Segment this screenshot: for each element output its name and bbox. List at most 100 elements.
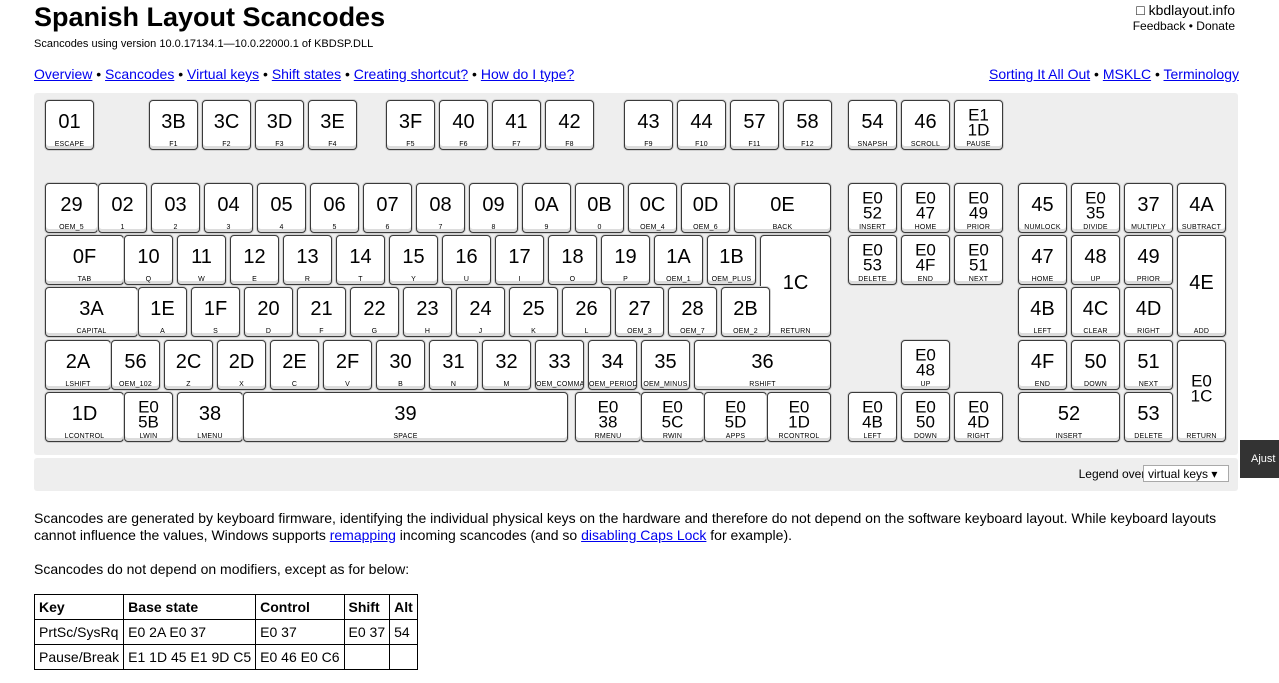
site-name[interactable]: □ kbdlayout.info [1136, 2, 1235, 18]
nav-link-creating-shortcut[interactable]: Creating shortcut? [353, 66, 469, 82]
nav-link-shift-states[interactable]: Shift states [271, 66, 342, 82]
nav-link-terminology[interactable]: Terminology [1163, 66, 1239, 82]
legend-overlay-select[interactable]: virtual keys ▾ [1143, 465, 1229, 482]
nav-link-sorting-it-all-out[interactable]: Sorting It All Out [988, 66, 1091, 82]
nav-link-msklc[interactable]: MSKLC [1102, 66, 1152, 82]
nav-link-scancodes[interactable]: Scancodes [105, 66, 175, 82]
nav-link-how-do-i-type[interactable]: How do I type? [480, 66, 575, 82]
disabling-caps-lock-link[interactable]: disabling Caps Lock [581, 527, 707, 543]
remapping-link[interactable]: remapping [329, 527, 396, 543]
